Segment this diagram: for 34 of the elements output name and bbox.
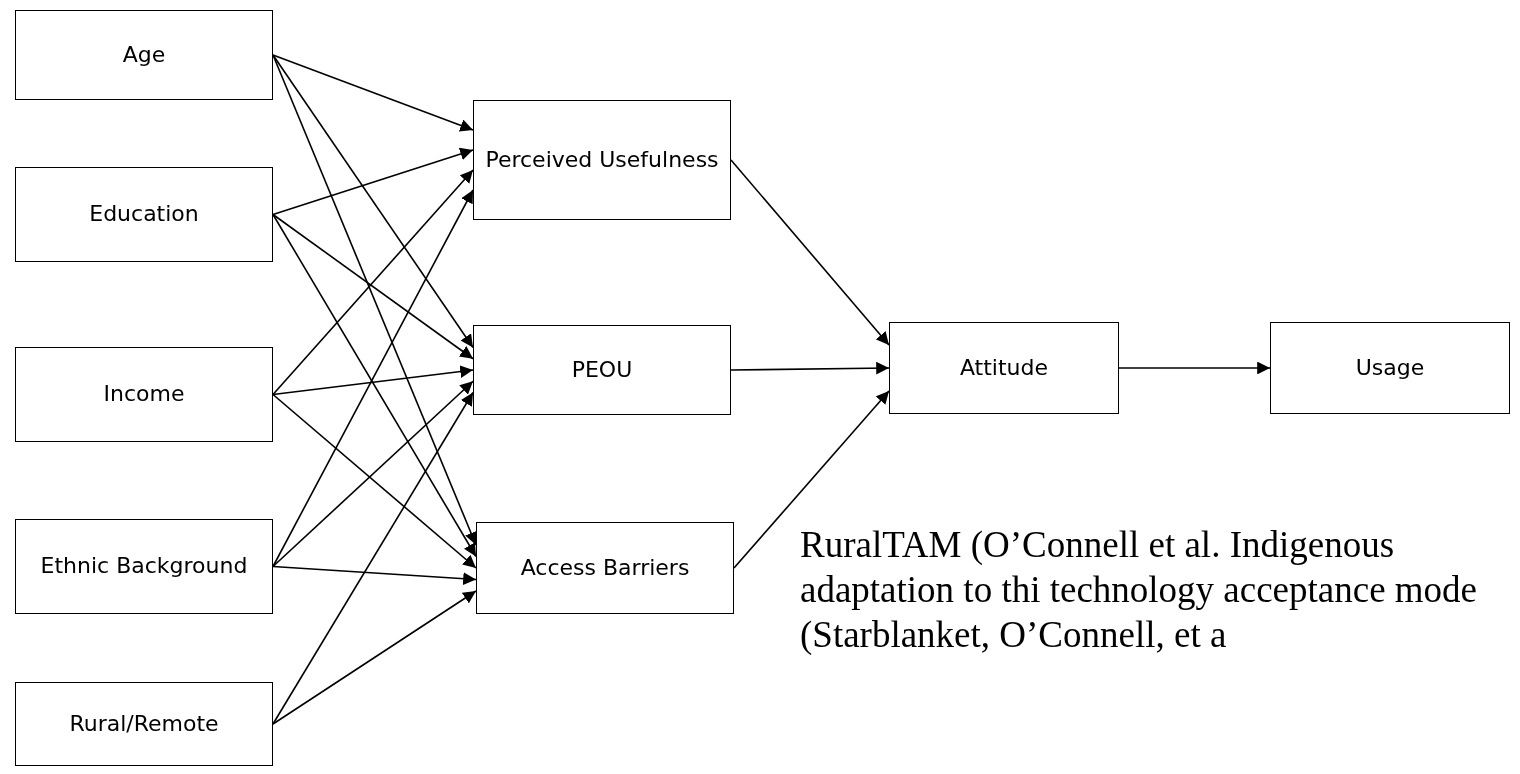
arrow (1118, 361, 1271, 375)
arrow (730, 361, 890, 375)
process-box (476, 522, 734, 614)
process-box (15, 10, 273, 100)
arrow (730, 159, 890, 346)
node-label: PEOU (570, 355, 634, 384)
node-label: Age (121, 40, 167, 69)
arrow (272, 54, 474, 349)
node-label: Access Barriers (519, 553, 691, 582)
node-label: Perceived Usefulness (484, 145, 720, 174)
arrow (272, 565, 477, 586)
process-box (15, 167, 273, 262)
arrow (272, 590, 477, 725)
node-label: Rural/Remote (68, 709, 220, 738)
node-label: Education (88, 200, 200, 229)
process-box (1270, 322, 1510, 414)
arrow (733, 390, 890, 569)
node-label: Ethnic Background (39, 552, 249, 581)
process-box (473, 325, 731, 415)
caption: RuralTAM (O’Connell et al. Indigenous adaptation to thi technology acceptance mode (Starblanket, O’Connell, et a (800, 523, 1479, 658)
node-label: Income (102, 380, 186, 409)
process-box (15, 682, 273, 766)
process-box (15, 347, 273, 442)
process-box (889, 322, 1119, 414)
node-label: Usage (1354, 353, 1426, 382)
arrow (272, 147, 474, 216)
arrow (272, 365, 474, 396)
process-box (15, 519, 273, 614)
arrow (272, 54, 474, 132)
node-label: Attitude (958, 353, 1050, 382)
arrow (272, 391, 474, 725)
arrow (272, 169, 474, 396)
arrow (272, 213, 474, 360)
process-box (473, 100, 731, 220)
